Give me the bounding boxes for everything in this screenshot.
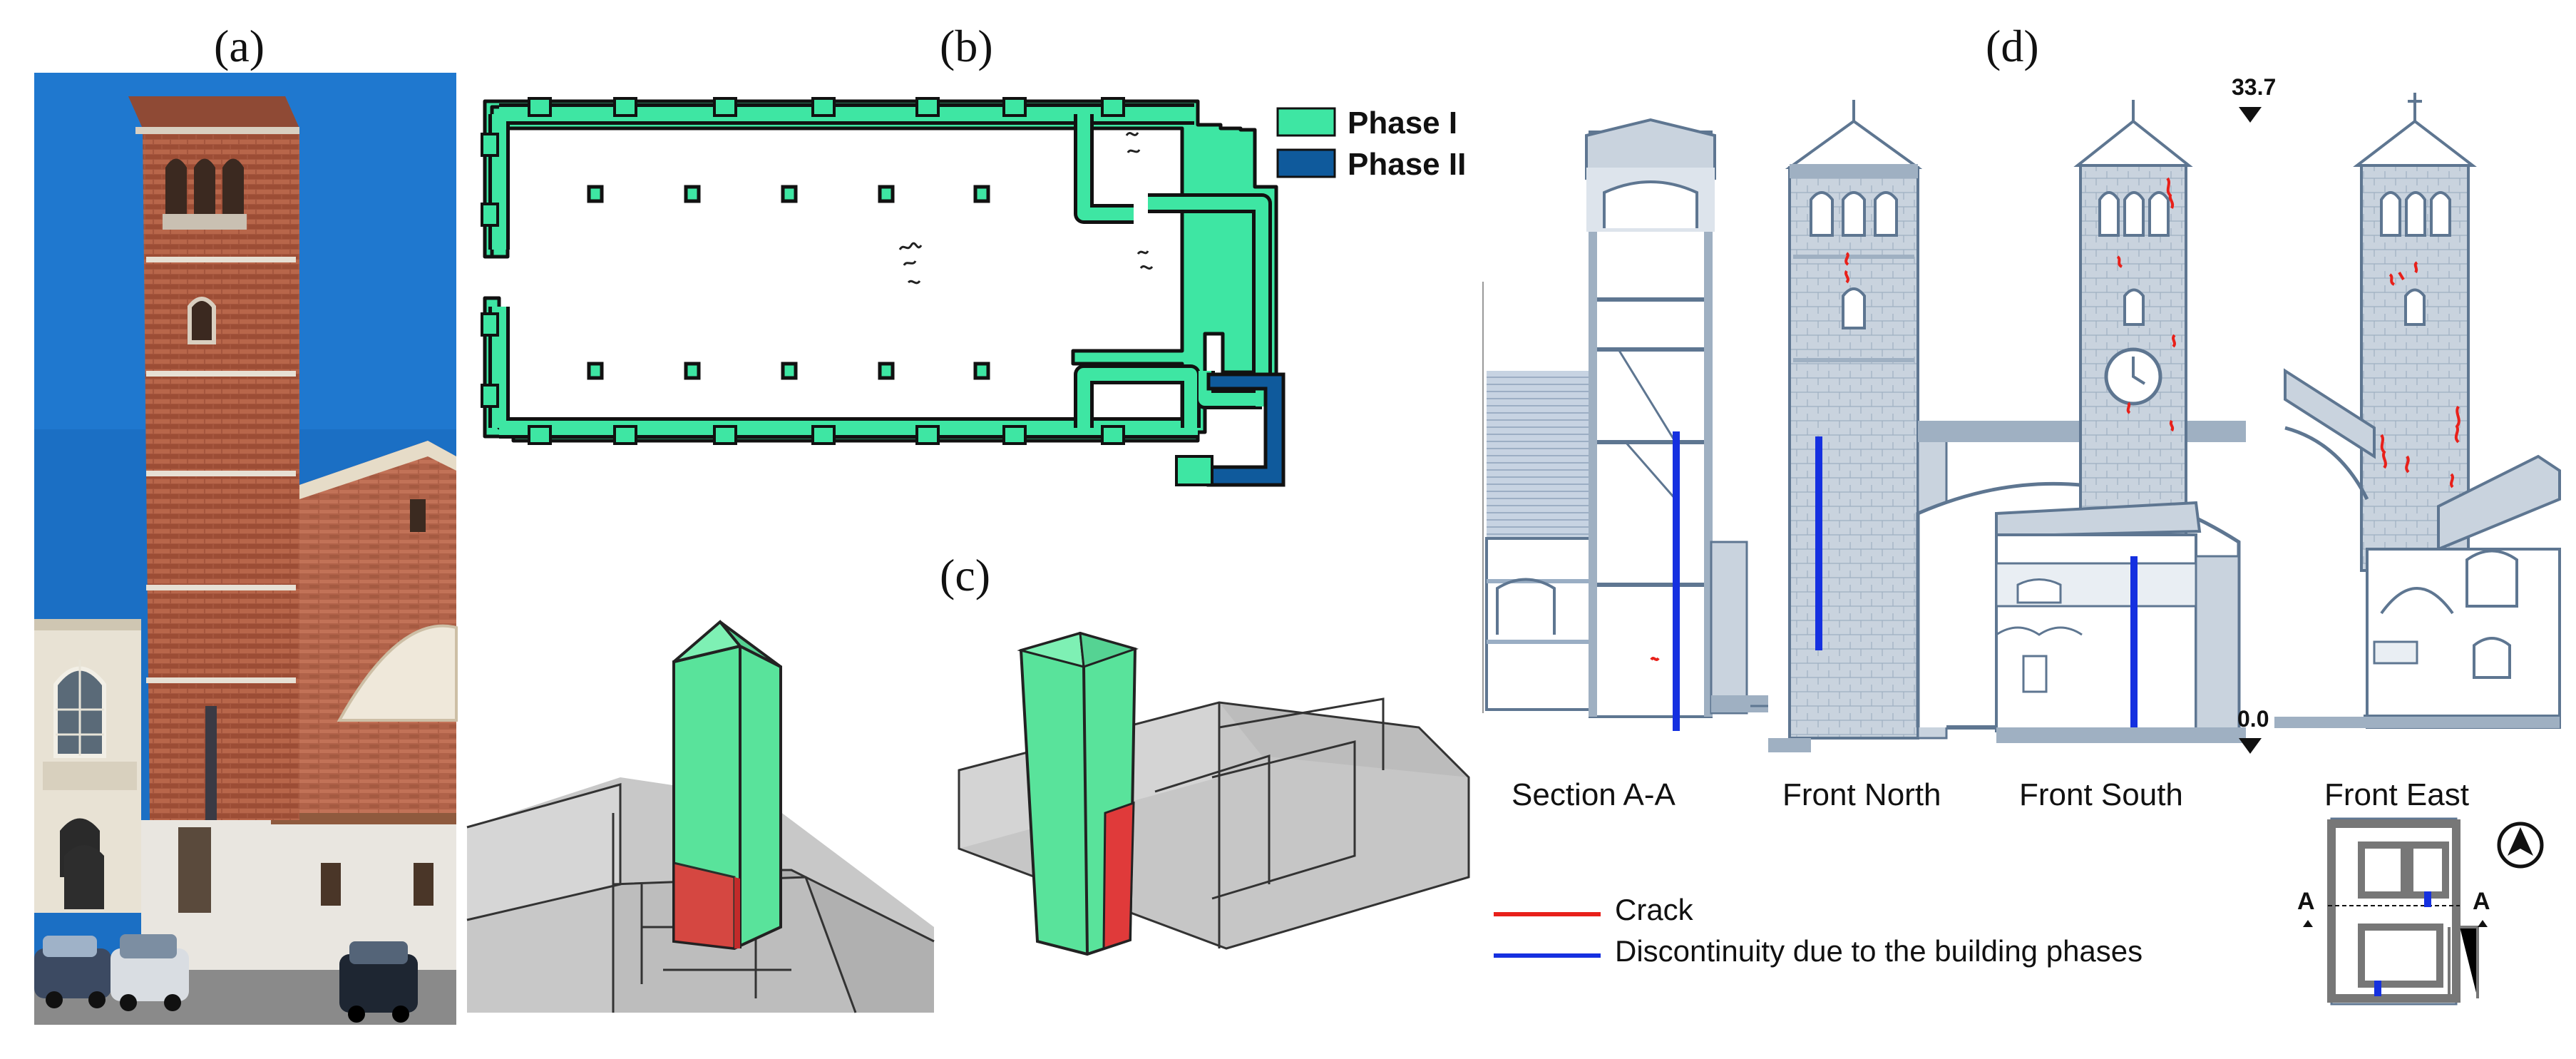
front-south-drawing xyxy=(1995,100,2246,743)
model-view-right xyxy=(958,631,1470,956)
key-plan xyxy=(2303,817,2488,1006)
caption-section-a-a: Section A-A xyxy=(1512,777,1676,812)
photo-church-bell-tower xyxy=(34,73,458,1025)
elevation-label-bottom: 0.0 xyxy=(2237,706,2269,732)
caption-front-east: Front East xyxy=(2324,777,2469,812)
key-plan-section-label-right: A xyxy=(2473,888,2490,915)
legend-label-phase2: Phase II xyxy=(1348,147,1467,182)
legend-label-crack: Crack xyxy=(1615,893,1693,926)
panel-label-a: (a) xyxy=(214,21,265,71)
legend-swatch-phase1 xyxy=(1276,107,1336,137)
car-middle xyxy=(111,934,189,1011)
panel-label-c: (c) xyxy=(940,550,991,600)
phase2-tower-base xyxy=(1175,372,1286,487)
model-view-left xyxy=(466,620,935,1013)
panel-label-b: (b) xyxy=(940,21,993,71)
legend-label-discontinuity: Discontinuity due to the building phases xyxy=(1615,934,2143,968)
legend-label-phase1: Phase I xyxy=(1348,106,1458,140)
handwritten-annotations xyxy=(898,132,1154,285)
car-right xyxy=(339,941,418,1023)
elevation-marker-bottom xyxy=(2239,738,2262,754)
elevation-label-top: 33.7 xyxy=(2232,74,2277,100)
front-east-drawing xyxy=(2274,93,2561,729)
elevation-marker-top xyxy=(2239,107,2262,123)
caption-front-south: Front South xyxy=(2019,777,2183,812)
north-arrow-icon xyxy=(2497,822,2544,869)
legend-swatch-phase2 xyxy=(1276,148,1336,178)
caption-front-north: Front North xyxy=(1782,777,1941,812)
key-plan-section-label-left: A xyxy=(2297,888,2315,915)
section-a-a-drawing xyxy=(1482,118,1768,731)
panel-label-d: (d) xyxy=(1986,21,2039,71)
car-left xyxy=(34,936,111,1008)
floor-plan xyxy=(481,97,1286,487)
